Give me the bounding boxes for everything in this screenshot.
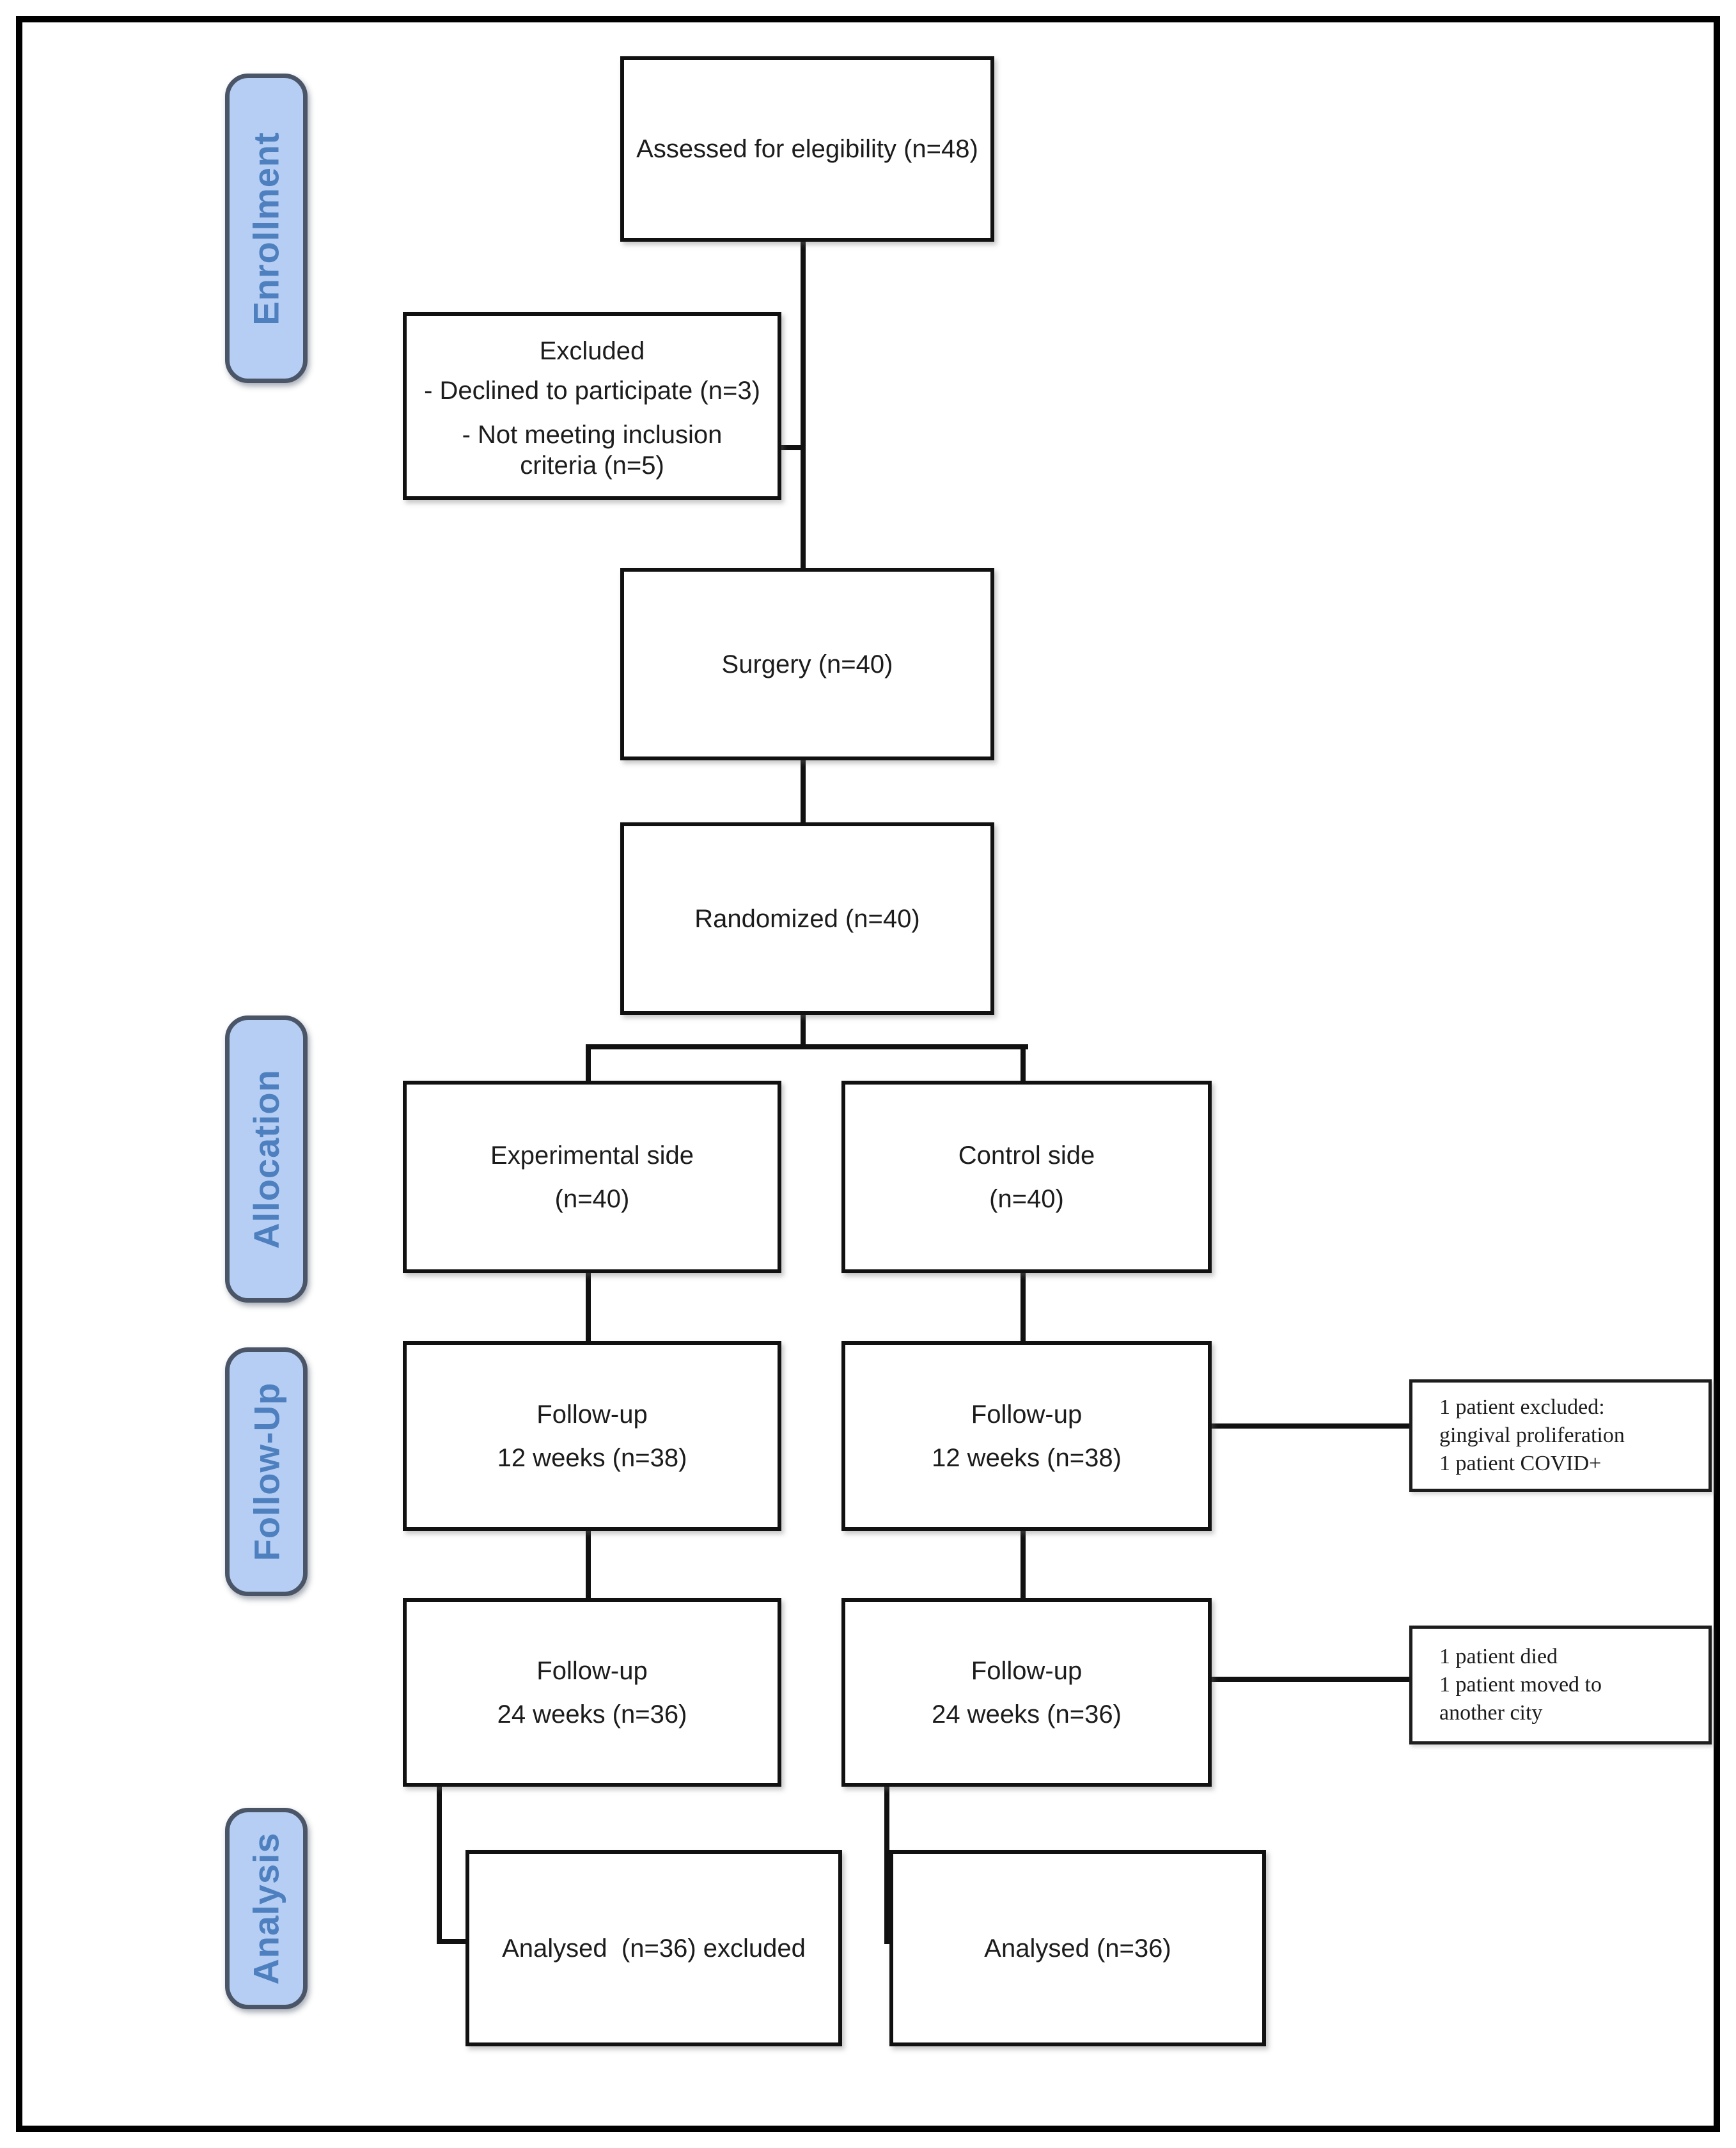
box-analysed-experimental-text: Analysed (n=36) excluded — [502, 1934, 806, 1963]
connector-followup24-note — [1204, 1677, 1409, 1682]
box-followup24-experimental-line1: Follow-up — [536, 1656, 648, 1685]
box-control-line2: (n=40) — [989, 1184, 1064, 1213]
box-randomized: Randomized (n=40) — [620, 822, 994, 1015]
box-surgery: Surgery (n=40) — [620, 568, 994, 760]
connector-randomized-split — [801, 1007, 806, 1049]
connector-followup24-analysed-experimental-h — [437, 1939, 471, 1944]
note-followup12-line3: 1 patient COVID+ — [1439, 1452, 1602, 1476]
box-followup24-control: Follow-up 24 weeks (n=36) — [841, 1598, 1212, 1787]
connector-split-experimental — [586, 1044, 591, 1081]
box-assessed-text: Assessed for elegibility (n=48) — [636, 135, 978, 163]
box-followup24-control-line2: 24 weeks (n=36) — [932, 1700, 1122, 1729]
box-followup12-experimental-line1: Follow-up — [536, 1400, 648, 1429]
box-surgery-text: Surgery (n=40) — [721, 650, 893, 678]
note-followup24-line1: 1 patient died — [1439, 1644, 1558, 1668]
box-followup24-control-line1: Follow-up — [971, 1656, 1083, 1685]
connector-assessed-surgery — [801, 234, 806, 568]
box-randomized-text: Randomized (n=40) — [694, 904, 920, 933]
box-control-side: Control side (n=40) — [841, 1081, 1212, 1273]
stage-label-followup-text: Follow-Up — [246, 1382, 286, 1562]
box-analysed-control: Analysed (n=36) — [889, 1850, 1266, 2046]
connector-split-control — [1020, 1044, 1026, 1081]
connector-followup24-analysed-control-v — [884, 1779, 889, 1944]
box-excluded-title: Excluded — [539, 337, 645, 365]
note-followup12-exclusions: 1 patient excluded: gingival proliferati… — [1409, 1379, 1712, 1492]
stage-label-enrollment-text: Enrollment — [246, 131, 286, 325]
box-followup12-experimental-line2: 12 weeks (n=38) — [497, 1443, 687, 1472]
box-excluded-reason2: - Not meeting inclusion criteria (n=5) — [462, 421, 723, 480]
stage-label-followup: Follow-Up — [225, 1347, 308, 1596]
connector-excluded-branch — [774, 445, 806, 450]
box-control-line1: Control side — [958, 1141, 1095, 1170]
connector-experimental-followup12 — [586, 1266, 591, 1341]
connector-followup24-analysed-experimental-v — [437, 1779, 442, 1944]
note-followup24-exclusions: 1 patient died 1 patient moved to anothe… — [1409, 1626, 1712, 1744]
note-followup24-line3: another city — [1439, 1701, 1543, 1725]
box-excluded-reason1: - Declined to participate (n=3) — [424, 377, 760, 405]
box-followup24-experimental: Follow-up 24 weeks (n=36) — [403, 1598, 781, 1787]
box-excluded: Excluded - Declined to participate (n=3)… — [403, 312, 781, 500]
note-followup12-line1: 1 patient excluded: — [1439, 1395, 1605, 1419]
box-analysed-control-text: Analysed (n=36) — [984, 1934, 1171, 1963]
box-analysed-experimental: Analysed (n=36) excluded — [465, 1850, 842, 2046]
connector-followup12-note — [1204, 1423, 1409, 1429]
connector-split-horizontal — [586, 1044, 1028, 1049]
connector-followup12-followup24-experimental — [586, 1523, 591, 1598]
box-experimental-line2: (n=40) — [554, 1184, 630, 1213]
stage-label-enrollment: Enrollment — [225, 74, 308, 383]
connector-surgery-randomized — [801, 753, 806, 822]
box-followup12-control: Follow-up 12 weeks (n=38) — [841, 1341, 1212, 1531]
box-followup12-experimental: Follow-up 12 weeks (n=38) — [403, 1341, 781, 1531]
connector-followup12-followup24-control — [1020, 1523, 1026, 1598]
box-followup24-experimental-line2: 24 weeks (n=36) — [497, 1700, 687, 1729]
stage-label-allocation-text: Allocation — [246, 1069, 286, 1249]
note-followup12-line2: gingival proliferation — [1439, 1423, 1625, 1447]
note-followup24-line2: 1 patient moved to — [1439, 1672, 1602, 1697]
stage-label-analysis-text: Analysis — [246, 1832, 286, 1985]
box-experimental-side: Experimental side (n=40) — [403, 1081, 781, 1273]
stage-label-allocation: Allocation — [225, 1015, 308, 1303]
box-assessed: Assessed for elegibility (n=48) — [620, 56, 994, 242]
box-followup12-control-line1: Follow-up — [971, 1400, 1083, 1429]
stage-label-analysis: Analysis — [225, 1808, 308, 2009]
box-experimental-line1: Experimental side — [490, 1141, 694, 1170]
outer-frame — [16, 16, 1720, 2132]
connector-control-followup12 — [1020, 1266, 1026, 1341]
box-followup12-control-line2: 12 weeks (n=38) — [932, 1443, 1122, 1472]
